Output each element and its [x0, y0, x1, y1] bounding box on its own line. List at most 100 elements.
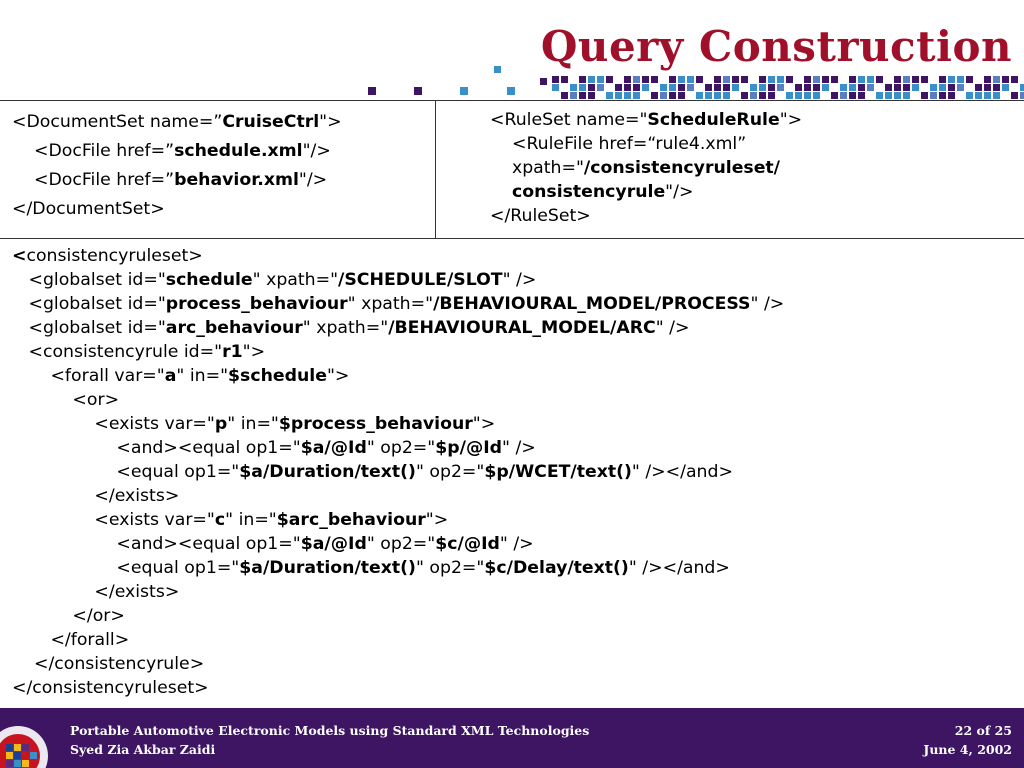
- code-value: process_behaviour: [165, 294, 348, 314]
- code-line: consistencyrule"/>: [490, 180, 802, 204]
- code-value: $a/Duration/text(): [239, 462, 416, 482]
- code-line: <RuleSet name="ScheduleRule">: [490, 108, 802, 132]
- code-text: <globalset id=": [12, 294, 166, 314]
- code-line: <or>: [12, 388, 784, 412]
- documentset-code-block: <DocumentSet name=”CruiseCtrl"> <DocFile…: [12, 108, 342, 224]
- code-text: " xpath=": [302, 318, 389, 338]
- code-text: <equal op1=": [12, 462, 240, 482]
- code-line: xpath="/consistencyruleset/: [490, 156, 802, 180]
- code-line: <globalset id="arc_behaviour" xpath="/BE…: [12, 316, 784, 340]
- code-value: CruiseCtrl: [222, 112, 320, 132]
- code-text: " />: [655, 318, 690, 338]
- code-text: <RuleFile href=“rule4.xml”: [490, 134, 747, 154]
- code-value: $arc_behaviour: [276, 510, 426, 530]
- code-value: <: [12, 246, 27, 266]
- code-text: <DocumentSet name=”: [12, 112, 223, 132]
- code-value: /SCHEDULE/SLOT: [338, 270, 503, 290]
- ruleset-code-block: <RuleSet name="ScheduleRule"> <RuleFile …: [490, 108, 802, 228]
- code-text: " op2=": [366, 534, 436, 554]
- code-text: " in=": [225, 510, 277, 530]
- code-line: <RuleFile href=“rule4.xml”: [490, 132, 802, 156]
- code-value: /consistencyruleset/: [583, 158, 780, 178]
- code-value: ScheduleRule: [647, 110, 780, 130]
- code-line: </exists>: [12, 484, 784, 508]
- divider-middle: [0, 238, 1024, 239]
- code-text: </or>: [12, 606, 125, 626]
- divider-top: [0, 100, 1024, 101]
- code-text: </RuleSet>: [490, 206, 591, 226]
- code-line: <equal op1="$a/Duration/text()" op2="$p/…: [12, 460, 784, 484]
- code-text: <consistencyrule id=": [12, 342, 223, 362]
- code-text: <RuleSet name=": [490, 110, 648, 130]
- code-text: "/>: [298, 170, 328, 190]
- footer-author: Syed Zia Akbar Zaidi: [70, 742, 216, 757]
- code-text: " xpath=": [347, 294, 434, 314]
- code-value: consistencyrule: [511, 182, 666, 202]
- code-text: "/>: [665, 182, 694, 202]
- code-line: </consistencyrule>: [12, 652, 784, 676]
- footer-presentation-title: Portable Automotive Electronic Models us…: [70, 723, 590, 738]
- code-line: <consistencyrule id="r1">: [12, 340, 784, 364]
- code-line: <globalset id="process_behaviour" xpath=…: [12, 292, 784, 316]
- code-text: " /></and>: [631, 462, 733, 482]
- code-line: <forall var="a" in="$schedule">: [12, 364, 784, 388]
- consistency-rule-code-block: <consistencyruleset> <globalset id="sche…: [12, 244, 784, 700]
- code-line: <globalset id="schedule" xpath="/SCHEDUL…: [12, 268, 784, 292]
- code-value: schedule.xml: [174, 141, 303, 161]
- code-text: " op2=": [366, 438, 436, 458]
- code-line: <DocFile href=”schedule.xml"/>: [12, 137, 342, 166]
- code-line: </consistencyruleset>: [12, 676, 784, 700]
- code-value: $schedule: [228, 366, 327, 386]
- code-text: <DocFile href=”: [12, 141, 175, 161]
- code-line: </forall>: [12, 628, 784, 652]
- code-text: ">: [472, 414, 496, 434]
- code-text: " />: [499, 534, 534, 554]
- code-text: " in=": [176, 366, 229, 386]
- code-value: /BEHAVIOURAL_MODEL/ARC: [388, 318, 656, 338]
- code-text: <DocFile href=”: [12, 170, 175, 190]
- code-value: a: [164, 366, 177, 386]
- code-text: " op2=": [415, 462, 485, 482]
- code-text: " />: [750, 294, 785, 314]
- code-text: </consistencyruleset>: [12, 678, 209, 698]
- footer-page-number: 22 of 25: [954, 723, 1012, 738]
- code-line: <and><equal op1="$a/@Id" op2="$c/@Id" />: [12, 532, 784, 556]
- code-line: <and><equal op1="$a/@Id" op2="$p/@Id" />: [12, 436, 784, 460]
- gear-logo-icon: [0, 726, 48, 768]
- code-text: <forall var=": [12, 366, 165, 386]
- code-text: " xpath=": [252, 270, 339, 290]
- code-text: <globalset id=": [12, 318, 166, 338]
- code-value: $p/@Id: [435, 438, 503, 458]
- decorative-square-pattern: [368, 66, 1024, 99]
- code-text: " />: [502, 438, 536, 458]
- code-value: arc_behaviour: [165, 318, 303, 338]
- code-text: <globalset id=": [12, 270, 166, 290]
- code-text: </consistencyrule>: [12, 654, 205, 674]
- code-text: </forall>: [12, 630, 130, 650]
- code-value: $process_behaviour: [278, 414, 473, 434]
- code-value: r1: [222, 342, 243, 362]
- code-value: behavior.xml: [174, 170, 299, 190]
- code-text: ">: [326, 366, 350, 386]
- code-value: $a/@Id: [300, 438, 367, 458]
- code-line: <DocumentSet name=”CruiseCtrl">: [12, 108, 342, 137]
- code-line: <equal op1="$a/Duration/text()" op2="$c/…: [12, 556, 784, 580]
- code-text: <exists var=": [12, 414, 215, 434]
- code-text: " />: [502, 270, 537, 290]
- code-value: $c/@Id: [435, 534, 500, 554]
- code-value: $c/Delay/text(): [484, 558, 629, 578]
- divider-vertical: [435, 100, 436, 239]
- code-text: <equal op1=": [12, 558, 240, 578]
- code-text: ">: [425, 510, 449, 530]
- code-value: p: [214, 414, 228, 434]
- code-line: <DocFile href=”behavior.xml"/>: [12, 166, 342, 195]
- code-value: $p/WCET/text(): [484, 462, 632, 482]
- code-line: </or>: [12, 604, 784, 628]
- code-line: </RuleSet>: [490, 204, 802, 228]
- code-text: </exists>: [12, 486, 180, 506]
- code-text: <and><equal op1=": [12, 438, 301, 458]
- code-line: </exists>: [12, 580, 784, 604]
- code-line: <exists var="p" in="$process_behaviour">: [12, 412, 784, 436]
- code-value: /BEHAVIOURAL_MODEL/PROCESS: [433, 294, 751, 314]
- code-text: " op2=": [415, 558, 485, 578]
